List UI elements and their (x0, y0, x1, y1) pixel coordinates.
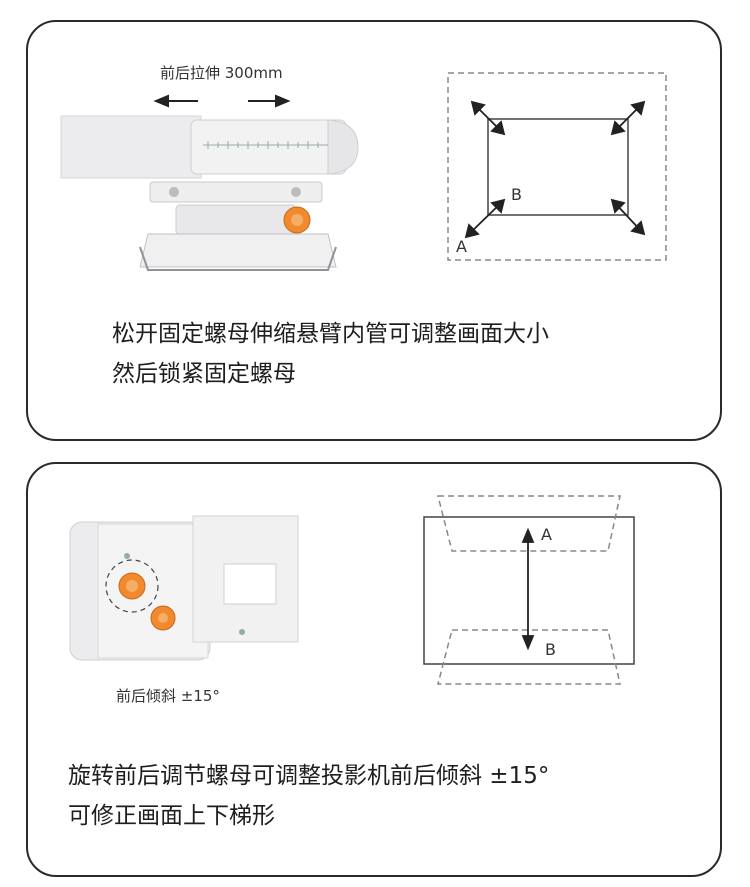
extension-card: 前后拉伸 300mm A B 松开固定螺母伸缩悬臂内管可调整画面大小 然后锁紧固… (26, 20, 722, 441)
point-b-label: B (511, 185, 522, 204)
tilt-card: A B 前后倾斜 ±15° 旋转前后调节螺母可调整投影机前后倾斜 ±15° 可修… (26, 462, 722, 877)
tilt-label: 前后倾斜 ±15° (116, 687, 220, 705)
extension-caption: 松开固定螺母伸缩悬臂内管可调整画面大小 然后锁紧固定螺母 (112, 314, 549, 394)
tilt-point-a-label: A (541, 525, 552, 544)
caption-line: 旋转前后调节螺母可调整投影机前后倾斜 ±15° (68, 763, 550, 789)
extension-illustration (60, 72, 667, 271)
keystone-diagram (423, 495, 635, 685)
mount-top-view (69, 515, 299, 661)
extend-label: 前后拉伸 300mm (160, 64, 283, 82)
point-a-label: A (456, 237, 467, 256)
size-diagram (447, 72, 667, 261)
mount-side-view (60, 115, 359, 271)
caption-line: 可修正画面上下梯形 (68, 803, 275, 829)
caption-line: 松开固定螺母伸缩悬臂内管可调整画面大小 (112, 321, 549, 347)
extend-arrows (153, 94, 291, 108)
tilt-point-b-label: B (545, 640, 556, 659)
tilt-illustration (69, 495, 635, 685)
tilt-caption: 旋转前后调节螺母可调整投影机前后倾斜 ±15° 可修正画面上下梯形 (68, 756, 549, 836)
caption-line: 然后锁紧固定螺母 (112, 361, 296, 387)
